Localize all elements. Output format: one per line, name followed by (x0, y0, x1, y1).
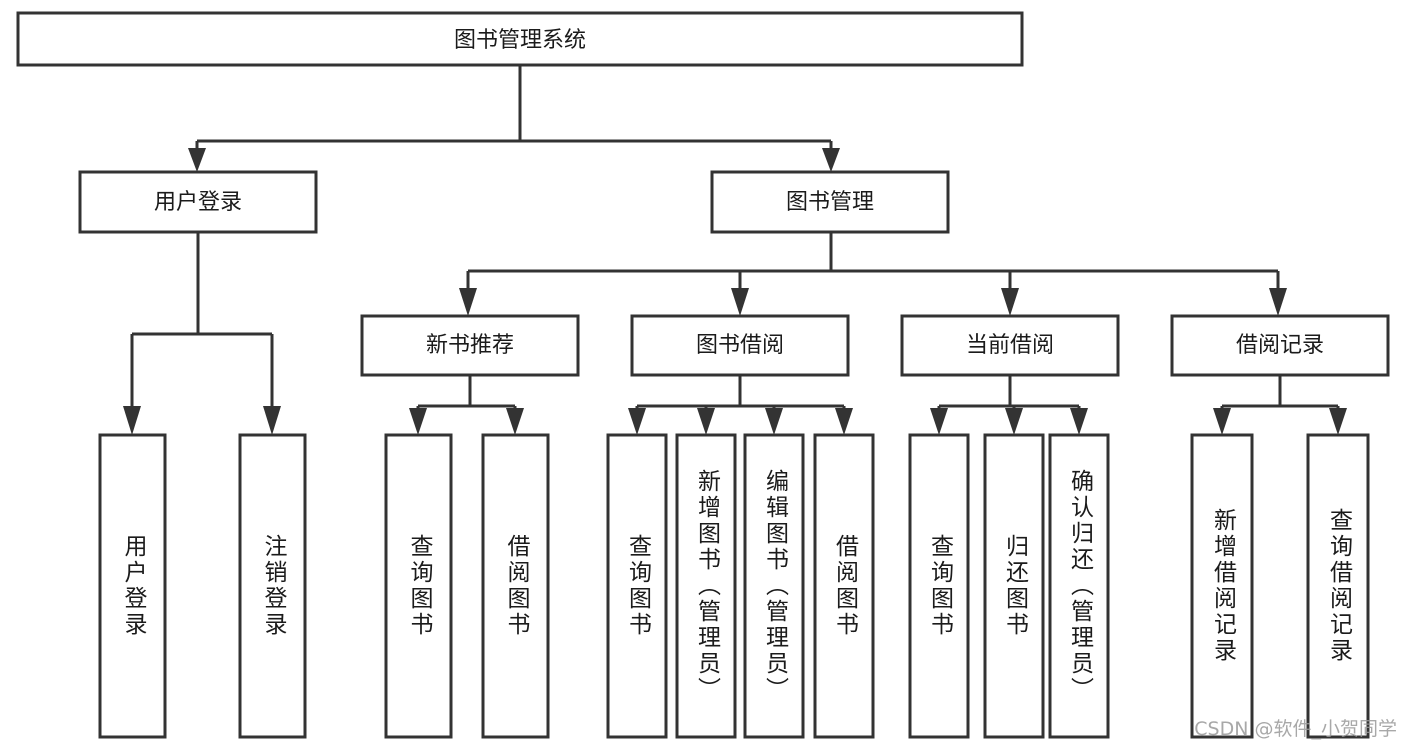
node-box-leaf-query-borrow-record[interactable] (1306, 433, 1370, 739)
arrowhead-root-to-book-manage (822, 148, 840, 172)
arrowhead-nb-to-leaf-query-book (409, 408, 427, 435)
node-box-leaf-user-login[interactable] (98, 433, 167, 739)
node-box-leaf-logout[interactable] (238, 433, 307, 739)
node-box-borrow-record[interactable] (1170, 314, 1390, 377)
node-label-user-login: 用户登录 (154, 190, 242, 215)
node-box-leaf-query-book-3[interactable] (908, 433, 970, 739)
arrowhead-cb-to-leaf-return-book (1005, 408, 1023, 435)
arrowhead-bb-to-leaf-edit-book (765, 408, 783, 435)
node-box-current-borrow[interactable] (900, 314, 1120, 377)
node-box-book-manage[interactable] (710, 170, 950, 234)
arrowhead-cb-to-leaf-query-book (930, 408, 948, 435)
arrowhead-bm-to-borrow-record (1269, 288, 1287, 316)
node-box-leaf-add-borrow-record[interactable] (1190, 433, 1254, 739)
node-label-book-borrow: 图书借阅 (696, 333, 784, 358)
node-box-book-borrow[interactable] (630, 314, 850, 377)
node-box-new-book-recommend[interactable] (360, 314, 580, 377)
node-layer: 图书管理系统 用户登录 图书管理 新书推荐 图书借阅 当前借阅 借阅记录 (16, 11, 1390, 739)
arrowhead-bb-to-leaf-borrow-book (835, 408, 853, 435)
node-label-borrow-record: 借阅记录 (1236, 333, 1324, 358)
arrowhead-nb-to-leaf-borrow-book (506, 408, 524, 435)
node-box-leaf-query-book-2[interactable] (606, 433, 668, 739)
node-label-book-manage: 图书管理 (786, 190, 874, 215)
arrowhead-cb-to-leaf-confirm-return (1070, 408, 1088, 435)
node-box-leaf-add-book-admin[interactable] (675, 433, 737, 739)
watermark-text: CSDN @软件_小贺同学 (1194, 718, 1397, 740)
arrowhead-br-to-leaf-query-record (1329, 408, 1347, 435)
node-label-current-borrow: 当前借阅 (966, 333, 1054, 358)
node-box-leaf-query-book-1[interactable] (384, 433, 453, 739)
arrowhead-bb-to-leaf-add-book (697, 408, 715, 435)
edge-layer (123, 65, 1347, 435)
node-label-root: 图书管理系统 (454, 28, 586, 53)
arrowhead-bb-to-leaf-query-book (628, 408, 646, 435)
arrowhead-br-to-leaf-add-record (1213, 408, 1231, 435)
arrowhead-bm-to-book-borrow (731, 288, 749, 316)
arrowhead-root-to-user-login (188, 148, 206, 172)
node-box-leaf-borrow-book-2[interactable] (813, 433, 875, 739)
node-label-new-book-recommend: 新书推荐 (426, 333, 514, 358)
arrowhead-ul-to-leaf-logout (263, 406, 281, 435)
arrowhead-bm-to-current-borrow (1001, 288, 1019, 316)
node-box-leaf-return-book[interactable] (983, 433, 1045, 739)
node-box-leaf-confirm-return-admin[interactable] (1048, 433, 1110, 739)
node-box-user-login[interactable] (78, 170, 318, 234)
node-box-root[interactable] (16, 11, 1024, 67)
arrowhead-ul-to-leaf-user-login (123, 406, 141, 435)
node-box-leaf-edit-book-admin[interactable] (743, 433, 805, 739)
node-box-leaf-borrow-book-1[interactable] (481, 433, 550, 739)
arrowhead-bm-to-new-book-recommend (459, 288, 477, 316)
